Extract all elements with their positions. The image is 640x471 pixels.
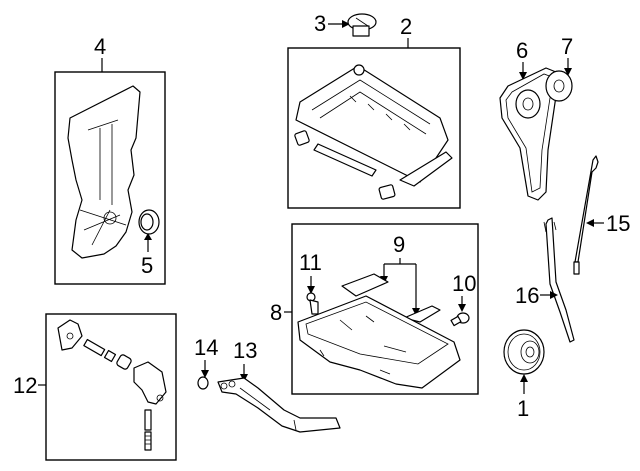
timing-cover-box (54, 71, 166, 285)
spark-plug-gasket-strip (313, 143, 377, 177)
callout-7-arrow (564, 68, 572, 76)
callout-9-leader (383, 258, 417, 310)
dipstick (574, 155, 599, 263)
oil-pump-box (45, 313, 177, 461)
oil-pan (297, 295, 461, 389)
oil-pump-group: 12 (13, 313, 177, 461)
pickup-flange-hole-1 (220, 382, 228, 390)
callout-1[interactable]: 1 (517, 396, 529, 421)
oil-filler-cap (347, 13, 377, 37)
oil-pump-relief-valve (144, 409, 152, 431)
crankshaft-pulley (503, 329, 545, 375)
callout-2[interactable]: 2 (400, 14, 412, 39)
crank-pulley-group: 1 (503, 329, 545, 421)
drain-plug (450, 312, 470, 327)
oil-pump-housing-port (156, 394, 164, 402)
oil-pump-spring-coils (145, 435, 151, 445)
callout-3[interactable]: 3 (314, 11, 326, 36)
callout-1-arrow (520, 374, 528, 382)
callout-3-arrow (342, 20, 350, 28)
dipstick-tip (573, 261, 580, 275)
callout-13[interactable]: 13 (233, 338, 257, 363)
crank-sprocket (515, 89, 541, 119)
oil-pump-bushing-1 (103, 349, 117, 363)
callout-11-arrow (307, 286, 315, 294)
timing-chain-group: 6 7 (499, 34, 573, 201)
callout-16-arrow (550, 291, 558, 299)
callout-14[interactable]: 14 (194, 335, 218, 360)
oil-pan-group: 8 9 10 11 (270, 223, 479, 395)
spark-plug-seal-small-2 (378, 184, 396, 200)
callout-9[interactable]: 9 (393, 232, 405, 257)
oil-pump-housing (133, 361, 167, 405)
callout-5[interactable]: 5 (141, 253, 153, 278)
dipstick-tube (545, 217, 575, 343)
timing-cover-ribs (79, 119, 127, 246)
oil-pan-baffle-rear (403, 305, 441, 323)
oil-pump-bushing-2 (116, 354, 132, 370)
callout-16[interactable]: 16 (515, 283, 539, 308)
callout-14-arrow (201, 370, 209, 378)
crank-seal (138, 209, 160, 235)
valve-cover-gasket (399, 151, 453, 187)
dipstick-group: 15 16 (515, 155, 630, 343)
callout-8[interactable]: 8 (270, 300, 282, 325)
callout-4[interactable]: 4 (94, 34, 106, 59)
timing-sprocket (545, 70, 573, 102)
oil-pan-detail (319, 315, 407, 375)
oil-pickup-tube-detail (239, 387, 297, 431)
oil-pan-box (291, 223, 479, 395)
oil-pump-shaft (83, 338, 106, 357)
oil-pump-cover (57, 319, 83, 351)
callout-15-arrow (586, 219, 594, 227)
oil-pump-cover-hole (66, 332, 74, 340)
callout-15[interactable]: 15 (606, 211, 630, 236)
callout-9-arrow-b (412, 308, 420, 316)
callout-10-arrow (458, 304, 466, 312)
oil-pan-baffle (341, 273, 389, 297)
spark-plug-seal-small-1 (294, 130, 310, 146)
timing-cover (67, 85, 141, 259)
callout-11[interactable]: 11 (299, 250, 322, 275)
pickup-group: 14 13 (194, 335, 341, 433)
callout-7[interactable]: 7 (561, 34, 573, 59)
callout-6-arrow (519, 72, 527, 80)
valve-cover-box (287, 47, 461, 209)
callout-12[interactable]: 12 (13, 373, 37, 398)
pickup-o-ring (197, 376, 209, 390)
oil-sensor (306, 292, 319, 315)
timing-cover-group: 4 5 (54, 34, 166, 285)
oil-pan-flange (305, 301, 449, 365)
oil-pump-relief-spring (144, 431, 152, 451)
valve-cover-filler-port (353, 64, 365, 76)
valve-cover-detail (311, 79, 431, 135)
valve-cover-group: 2 3 (287, 11, 461, 209)
timing-cover-hub (103, 211, 117, 225)
callout-6[interactable]: 6 (516, 38, 528, 63)
oil-pickup-tube (217, 377, 341, 433)
callout-10[interactable]: 10 (452, 271, 476, 296)
callout-5-arrow (144, 233, 152, 240)
dipstick-tube-bracket (543, 221, 557, 233)
pickup-flange-hole-2 (228, 380, 236, 388)
